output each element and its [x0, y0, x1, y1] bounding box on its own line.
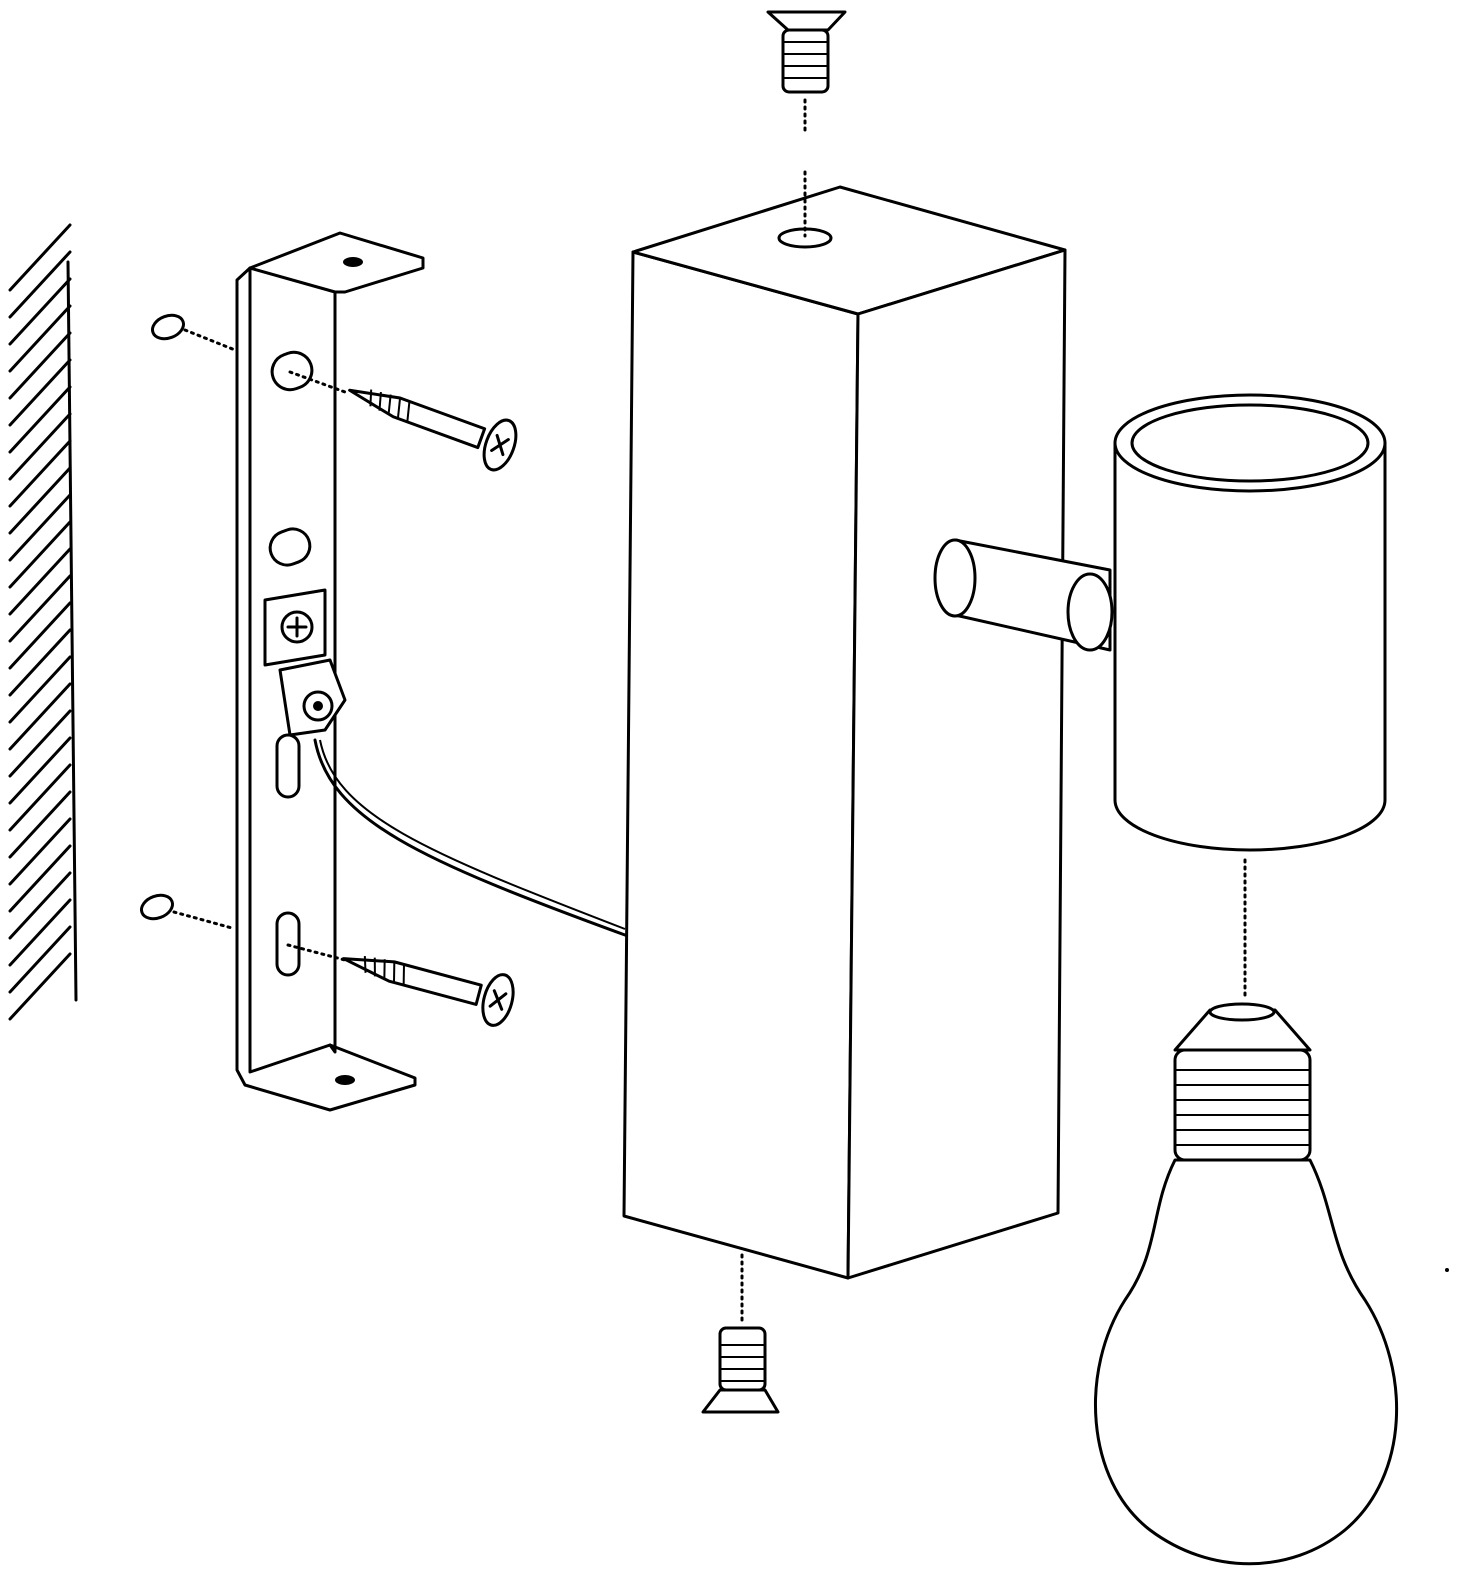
hatch-line: [8, 952, 72, 1021]
hatch-line: [8, 331, 72, 400]
hatch-line: [8, 736, 72, 805]
hatch-line: [8, 574, 72, 643]
ground-terminal: [263, 588, 347, 737]
stray-dot: [1445, 1268, 1449, 1272]
hatch-line: [8, 277, 72, 346]
hatch-line: [8, 223, 72, 292]
ground-wire: [313, 738, 627, 937]
hatch-line: [8, 466, 72, 535]
hatch-line: [8, 790, 72, 859]
hatch-line: [8, 412, 72, 481]
lamp-housing-box: [622, 185, 1067, 1280]
spotlight-cylinder: [1113, 393, 1387, 1002]
hatch-line: [8, 898, 72, 967]
hatch-line: [8, 520, 72, 589]
mounting-bracket: [235, 231, 425, 1112]
hatch-line: [8, 385, 72, 454]
hatch-line: [8, 628, 72, 697]
hatch-line: [8, 304, 72, 373]
hatch-line: [8, 655, 72, 724]
hatch-line: [8, 439, 72, 508]
hatch-line: [8, 763, 72, 832]
top-screw: [766, 10, 847, 238]
bottom-screw: [701, 1253, 780, 1414]
wall-hatch: [8, 223, 78, 1021]
hatch-line: [8, 358, 72, 427]
wall-screws: [286, 370, 518, 1027]
light-bulb: [1094, 1002, 1399, 1566]
hatch-line: [8, 250, 72, 319]
hatch-line: [8, 709, 72, 778]
hatch-line: [8, 493, 72, 562]
hatch-line: [8, 871, 72, 940]
hatch-line: [8, 817, 72, 886]
hatch-line: [8, 844, 72, 913]
hatch-line: [8, 547, 72, 616]
hatch-line: [8, 682, 72, 751]
hatch-line: [8, 601, 72, 670]
spotlight-arm: [933, 538, 1114, 652]
wall-plugs: [140, 313, 242, 930]
hatch-line: [8, 925, 72, 994]
